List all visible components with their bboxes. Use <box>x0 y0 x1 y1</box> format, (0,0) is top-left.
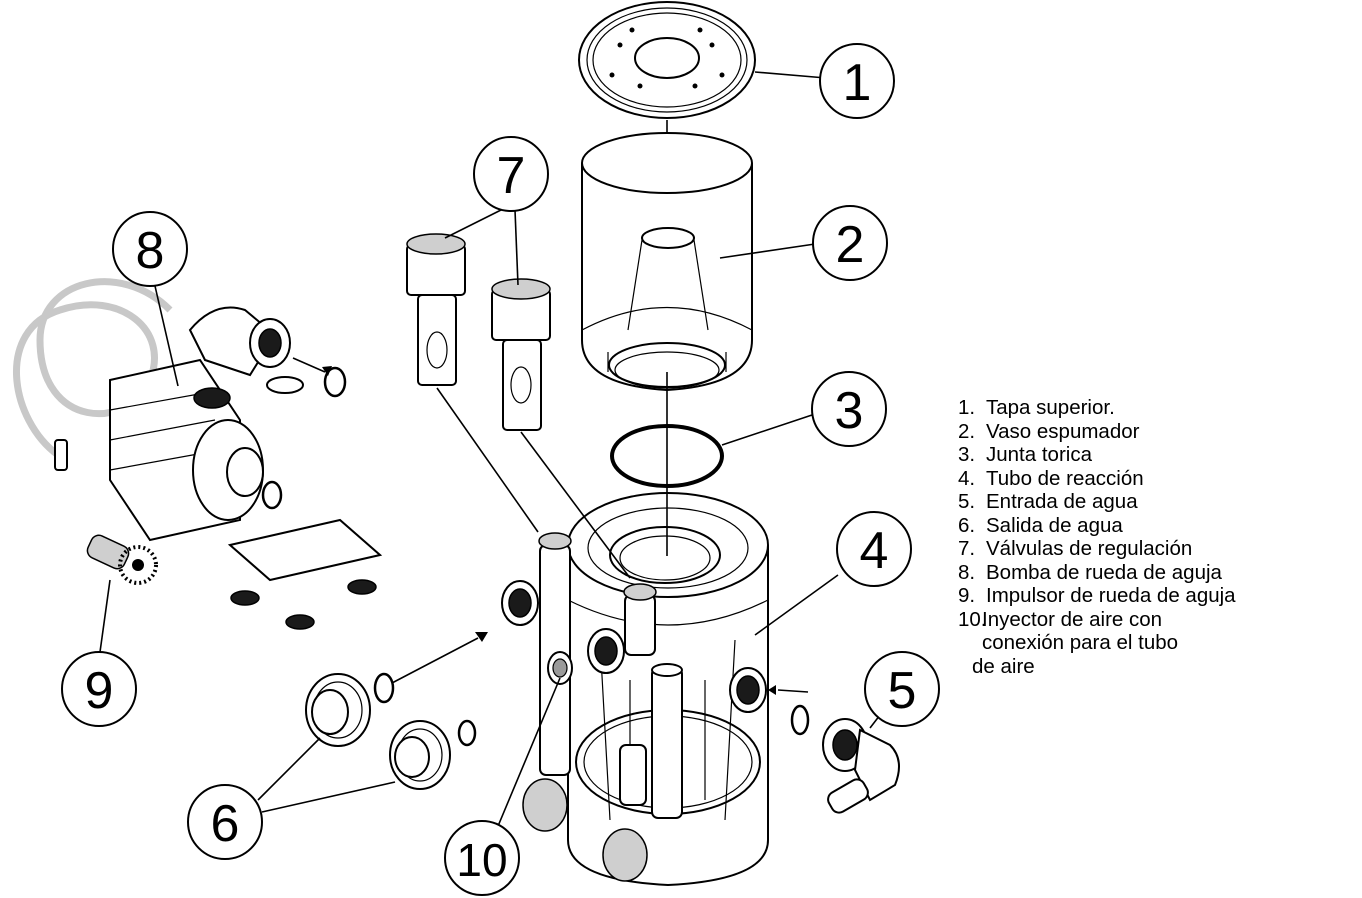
callout-9-label: 9 <box>85 662 114 720</box>
legend-item-text: Válvulas de regulación <box>986 537 1193 560</box>
legend-item-number: 8. <box>958 560 976 584</box>
leader-lines <box>99 71 881 851</box>
legend-item-continuation: conexión para el tubo <box>982 631 1179 654</box>
callout-6: 6 <box>187 784 263 860</box>
callout-3-label: 3 <box>835 382 864 440</box>
callout-4-label: 4 <box>860 522 889 580</box>
legend-item-number: 1. <box>958 396 976 419</box>
legend-item-text: Bomba de rueda de aguja <box>986 560 1222 584</box>
regulation-valves <box>406 233 551 431</box>
callout-5-label: 5 <box>888 662 917 720</box>
legend-item-text: Entrada de agua <box>986 490 1138 513</box>
legend-item-text: Junta torica <box>986 443 1092 466</box>
legend-item-continuation: de aire <box>972 654 1035 678</box>
foam-cup <box>581 132 753 392</box>
legend-item-number: 5. <box>958 490 976 513</box>
legend-item-number: 7. <box>958 537 976 560</box>
callout-3: 3 <box>811 371 887 447</box>
legend-item: 3. Junta torica <box>958 443 1358 467</box>
legend-item-text: Impulsor de rueda de aguja <box>986 584 1236 607</box>
legend-item-number: 3. <box>958 443 976 466</box>
legend-item: 7. Válvulas de regulación <box>958 537 1358 561</box>
callout-9: 9 <box>61 651 137 727</box>
legend-item: 2. Vaso espumador <box>958 420 1358 444</box>
pump <box>12 278 383 630</box>
callout-2-label: 2 <box>836 216 865 274</box>
callout-1: 1 <box>819 43 895 119</box>
legend-item-number: 9. <box>958 584 976 607</box>
callout-8-label: 8 <box>136 222 165 280</box>
callout-8: 8 <box>112 211 188 287</box>
callout-7: 7 <box>473 136 549 212</box>
legend-item-text: Inyector de aire con <box>982 607 1163 631</box>
legend-item-text: Vaso espumador <box>986 419 1140 443</box>
legend-item: 6. Salida de agua <box>958 514 1358 538</box>
callout-2: 2 <box>812 205 888 281</box>
legend-item-number: 10. <box>958 607 987 631</box>
body-fittings <box>501 532 767 882</box>
legend-item-text: Tapa superior. <box>986 396 1115 419</box>
legend-item-text: Salida de agua <box>986 513 1123 537</box>
callout-5: 5 <box>864 651 940 727</box>
legend-item: 4. Tubo de reacción <box>958 467 1358 491</box>
reaction-tube <box>567 492 769 887</box>
water-inlet <box>790 704 900 814</box>
parts-legend: 1. Tapa superior. 2. Vaso espumador 3. Junt… <box>958 396 1358 678</box>
legend-item-number: 2. <box>958 419 976 443</box>
legend-item: 5. Entrada de agua <box>958 490 1358 514</box>
legend-item: 8. Bomba de rueda de aguja <box>958 561 1358 585</box>
legend-item-number: 6. <box>958 513 976 537</box>
callout-4: 4 <box>836 511 912 587</box>
callout-10-label: 10 <box>456 834 507 886</box>
legend-item: 9. Impulsor de rueda de aguja <box>958 584 1358 608</box>
water-outlet <box>305 672 477 790</box>
legend-item: 1. Tapa superior. <box>958 396 1358 420</box>
callout-1-label: 1 <box>843 54 872 112</box>
callout-6-label: 6 <box>211 795 240 853</box>
callout-7-label: 7 <box>497 147 526 205</box>
callout-10: 10 <box>444 820 520 896</box>
legend-item-text: Tubo de reacción <box>986 466 1144 490</box>
legend-item: 10.Inyector de aire con <box>958 608 1358 632</box>
needle-impeller <box>86 534 158 585</box>
top-lid <box>578 1 756 119</box>
legend-item-number: 4. <box>958 466 976 490</box>
